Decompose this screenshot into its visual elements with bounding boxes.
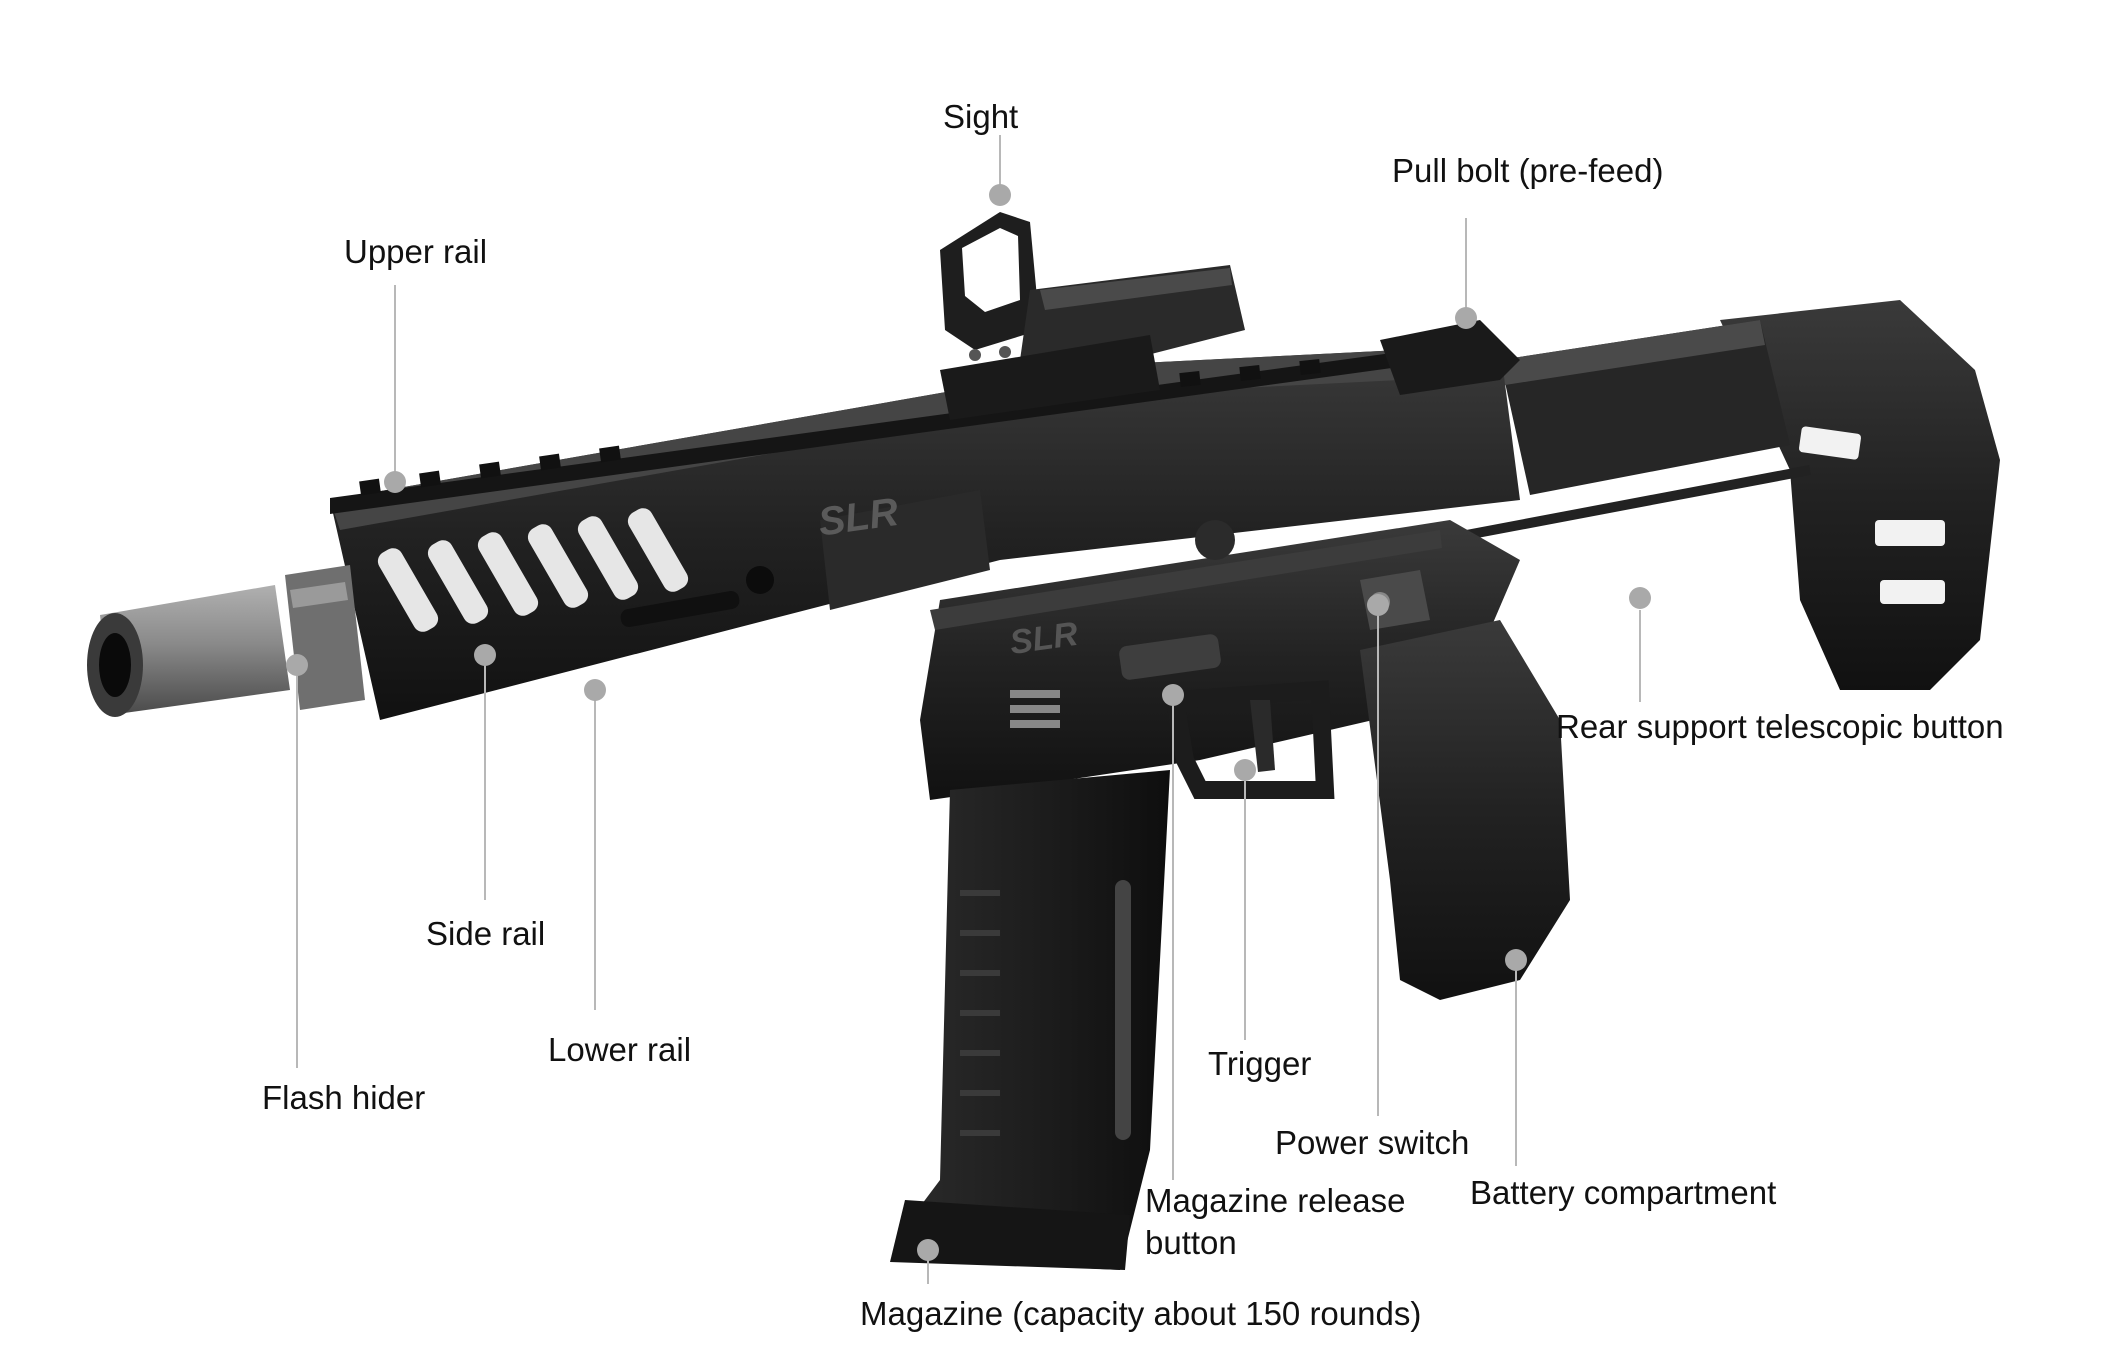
charging-handle [1380, 320, 1520, 395]
flash-hider [87, 565, 365, 717]
label-sight: Sight [943, 98, 1019, 135]
upper-rail-notches [330, 345, 1450, 514]
label-mag-release-line2: button [1145, 1224, 1237, 1261]
label-battery: Battery compartment [1470, 1174, 1777, 1211]
pistol-grip [1360, 620, 1570, 1000]
label-lower-rail: Lower rail [548, 1031, 692, 1068]
leader-rear-support [1629, 587, 1651, 702]
label-upper-rail: Upper rail [344, 233, 488, 270]
stock-brace [1720, 300, 2000, 690]
leader-flash-hider [286, 654, 308, 1068]
leader-pull-bolt [1455, 218, 1477, 329]
label-power-switch: Power switch [1275, 1124, 1470, 1161]
label-side-rail: Side rail [426, 915, 546, 952]
leader-power-switch [1367, 594, 1389, 1116]
leader-mag-release [1162, 684, 1184, 1180]
leader-lower-rail [584, 679, 606, 1010]
leader-sight [989, 135, 1011, 206]
red-dot-sight [940, 212, 1245, 420]
leader-side-rail [474, 644, 496, 900]
label-magazine: Magazine (capacity about 150 rounds) [860, 1295, 1422, 1332]
label-rear-support: Rear support telescopic button [1556, 708, 2004, 745]
handguard-slots [377, 508, 774, 632]
magazine [890, 770, 1170, 1270]
leader-magazine [917, 1239, 939, 1284]
buffer-tube [1439, 320, 1811, 545]
label-pull-bolt: Pull bolt (pre-feed) [1392, 152, 1664, 189]
leader-trigger [1234, 759, 1256, 1040]
leader-battery [1505, 949, 1527, 1166]
leader-upper-rail [384, 285, 406, 493]
handguard-side-panel [820, 490, 990, 610]
trigger-guard [1164, 680, 1335, 799]
label-mag-release-line1: Magazine release [1145, 1182, 1406, 1219]
svg-text:SLR: SLR [1008, 615, 1081, 662]
label-flash-hider: Flash hider [262, 1079, 426, 1116]
label-trigger: Trigger [1208, 1045, 1312, 1082]
